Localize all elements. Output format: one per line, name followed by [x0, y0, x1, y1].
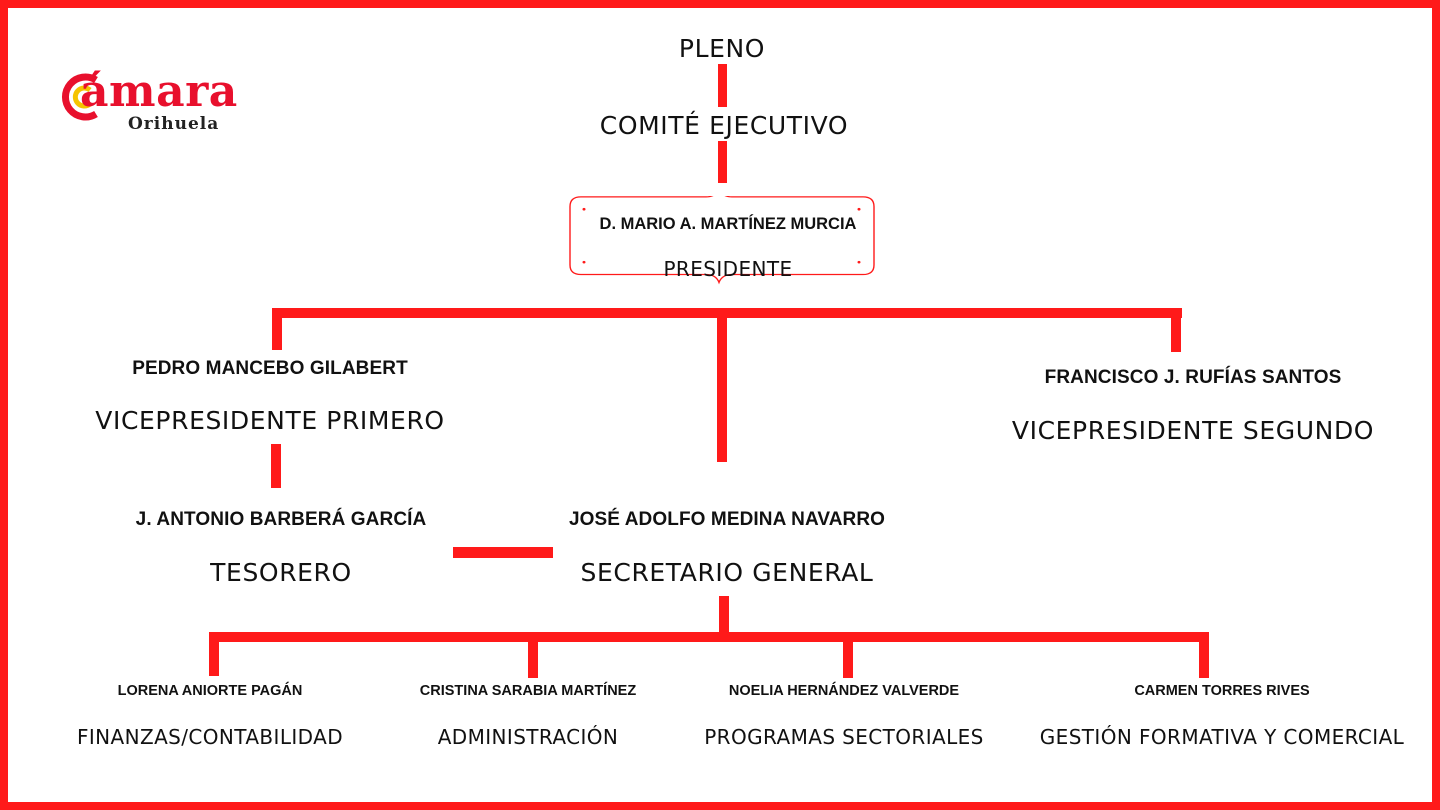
- presidente-brace-box: [569, 196, 875, 285]
- presidente-name: D. MARIO A. MARTÍNEZ MURCIA: [599, 215, 857, 233]
- logo-subtitle: Orihuela: [128, 114, 220, 134]
- camara-orihuela-logo: ámara Orihuela: [56, 66, 266, 142]
- vp2-role: VICEPRESIDENTE SEGUNDO: [1011, 416, 1375, 445]
- secretario-name: JOSÉ ADOLFO MEDINA NAVARRO: [568, 509, 886, 530]
- pleno-title: PLENO: [678, 34, 766, 63]
- connector-secretario-staff: [719, 596, 729, 640]
- staff-4-role: GESTIÓN FORMATIVA Y COMERCIAL: [1039, 725, 1405, 749]
- connector-vp1-drop: [272, 308, 282, 350]
- presidente-role: PRESIDENTE: [663, 257, 793, 281]
- connector-staff-drop-4: [1199, 632, 1209, 678]
- camara-c-logo-icon: [62, 73, 98, 121]
- staff-1-name: LORENA ANIORTE PAGÁN: [117, 683, 303, 699]
- staff-2-role: ADMINISTRACIÓN: [437, 725, 619, 749]
- secretario-role: SECRETARIO GENERAL: [580, 558, 874, 587]
- connector-vp1-tesorero: [271, 444, 281, 488]
- logo-word: ámara: [80, 66, 238, 117]
- connector-vp2-drop: [1171, 308, 1181, 352]
- connector-pleno-comite: [718, 64, 727, 107]
- connector-staff-drop-2: [528, 632, 538, 678]
- vp2-name: FRANCISCO J. RUFÍAS SANTOS: [1044, 367, 1342, 388]
- staff-3-name: NOELIA HERNÁNDEZ VALVERDE: [728, 683, 960, 699]
- comite-title: COMITÉ EJECUTIVO: [599, 111, 849, 140]
- tesorero-role: TESORERO: [210, 558, 352, 587]
- tesorero-name: J. ANTONIO BARBERÁ GARCÍA: [135, 509, 427, 530]
- staff-2-name: CRISTINA SARABIA MARTÍNEZ: [419, 683, 637, 699]
- connector-center-drop: [717, 308, 727, 462]
- connector-staff-drop-3: [843, 632, 853, 678]
- vp1-name: PEDRO MANCEBO GILABERT: [132, 358, 408, 379]
- connector-comite-presidente: [718, 141, 727, 183]
- staff-1-role: FINANZAS/CONTABILIDAD: [76, 725, 344, 749]
- connector-horizontal-staff: [209, 632, 1209, 642]
- staff-3-role: PROGRAMAS SECTORIALES: [704, 725, 984, 749]
- connector-horizontal-vp: [272, 308, 1182, 318]
- staff-4-name: CARMEN TORRES RIVES: [1134, 683, 1310, 699]
- connector-tesorero-secretario: [453, 547, 553, 558]
- connector-staff-drop-1: [209, 632, 219, 676]
- vp1-role: VICEPRESIDENTE PRIMERO: [95, 406, 445, 435]
